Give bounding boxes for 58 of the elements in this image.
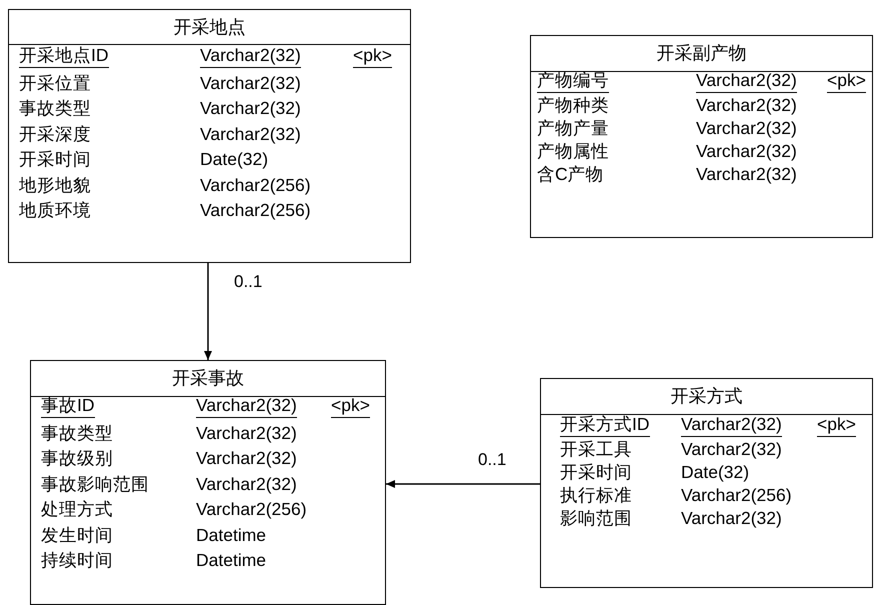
field-name: 地形地貌 [19,174,91,196]
field-type: Varchar2(32) [696,163,797,186]
field-name: 含C产物 [537,163,604,186]
field-type: Date(32) [200,148,268,171]
field-type: Varchar2(32) [696,94,797,117]
field-type: Varchar2(32) [696,68,797,93]
field-name: 发生时间 [41,524,113,546]
field-name: 处理方式 [41,498,113,521]
field-name: 地质环境 [19,199,91,222]
field-name: 产物种类 [537,94,609,117]
field-type: Varchar2(256) [200,199,311,222]
field-type: Varchar2(32) [200,122,301,146]
entity-table [540,378,873,588]
field-name: 事故类型 [41,422,113,444]
table-title: 开采地点 [9,10,410,45]
field-type: Varchar2(32) [196,422,297,444]
field-name: 开采时间 [19,148,91,171]
field-name: 产物属性 [537,140,609,163]
field-type: Varchar2(32) [196,393,297,418]
field-type: Varchar2(32) [681,412,782,437]
field-type: Datetime [196,524,266,546]
field-name: 事故级别 [41,447,113,470]
table-title: 开采方式 [541,379,872,415]
field-type: Varchar2(32) [196,472,297,496]
relationship-arrow [204,263,212,360]
field-type: Varchar2(32) [200,43,301,68]
field-type: Date(32) [681,461,750,484]
entity-table [530,35,873,238]
table-title: 开采副产物 [531,36,872,72]
relationship-arrow [386,480,540,488]
field-type: Varchar2(32) [200,97,301,120]
field-type: Varchar2(32) [200,72,301,94]
field-name: 开采深度 [19,122,91,146]
field-name: 开采地点ID [19,43,108,68]
field-type: Varchar2(32) [196,447,297,470]
field-type: Varchar2(32) [681,438,782,461]
field-name: 事故影响范围 [41,472,149,496]
field-type: Varchar2(256) [196,498,307,521]
field-type: Varchar2(32) [681,507,782,530]
field-name: 持续时间 [41,549,113,572]
field-type: Varchar2(256) [200,174,311,196]
field-type: Varchar2(256) [681,484,792,507]
table-title: 开采事故 [31,361,385,397]
field-type: Datetime [196,549,266,572]
field-name: 事故类型 [19,97,91,120]
field-name: 产物产量 [537,117,609,140]
field-name: 开采方式ID [560,412,650,437]
field-type: Varchar2(32) [696,117,797,140]
field-name: 影响范围 [560,507,632,530]
field-name: 执行标准 [560,484,632,507]
field-type: Varchar2(32) [696,140,797,163]
field-name: 产物编号 [537,68,609,93]
entity-table [30,360,386,605]
field-name: 开采时间 [560,461,632,484]
field-name: 开采工具 [560,438,632,461]
field-name: 开采位置 [19,72,91,94]
field-name: 事故ID [41,393,94,418]
entity-table [8,9,411,263]
